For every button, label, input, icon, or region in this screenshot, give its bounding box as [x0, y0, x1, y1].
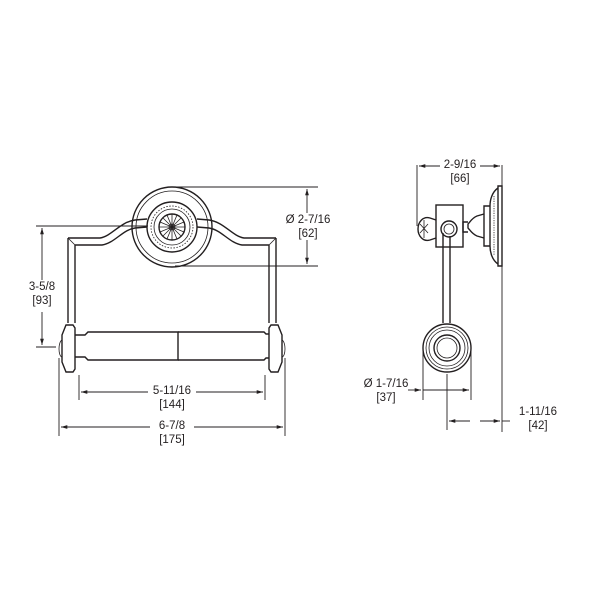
dimension-roller-diameter: Ø 1-7/16 [37] — [364, 350, 472, 404]
dimension-projection: 2-9/16 [66] — [416, 159, 503, 226]
roller — [58, 324, 286, 373]
roller-width-metric: [144] — [159, 399, 185, 411]
flower-spokes-icon — [159, 214, 185, 240]
roller-diameter-metric: [37] — [376, 392, 395, 404]
dimension-overall-width: 6-7/8 [175] — [58, 358, 286, 446]
front-view: 3-5/8 [93] Ø 2-7/16 [62] 5-11/16 [144] — [29, 186, 331, 446]
overall-width-imperial: 6-7/8 — [159, 420, 185, 432]
height-metric: [93] — [32, 295, 51, 307]
center-to-wall-metric: [42] — [528, 420, 547, 432]
dimension-rosette-diameter: Ø 2-7/16 [62] — [175, 186, 331, 267]
projection-imperial: 2-9/16 — [444, 159, 477, 171]
height-imperial: 3-5/8 — [29, 281, 55, 293]
dimension-center-to-wall: 1-11/16 [42] — [446, 374, 557, 432]
center-to-wall-imperial: 1-11/16 — [519, 406, 557, 418]
roller-width-imperial: 5-11/16 — [153, 385, 191, 397]
knob-facets-icon — [419, 220, 429, 238]
roller-diameter-imperial: Ø 1-7/16 — [364, 378, 409, 390]
overall-width-metric: [175] — [159, 434, 185, 446]
projection-metric: [66] — [450, 173, 469, 185]
side-view: 2-9/16 [66] Ø 1-7/16 [37] 1-11/16 [42] — [364, 159, 557, 432]
dimension-roller-width: 5-11/16 [144] — [78, 375, 266, 411]
dimension-height: 3-5/8 [93] — [29, 225, 148, 348]
arched-arm — [67, 218, 277, 323]
rosette-diameter-imperial: Ø 2-7/16 — [286, 214, 331, 226]
rosette — [131, 186, 213, 268]
rosette-diameter-metric: [62] — [298, 228, 317, 240]
